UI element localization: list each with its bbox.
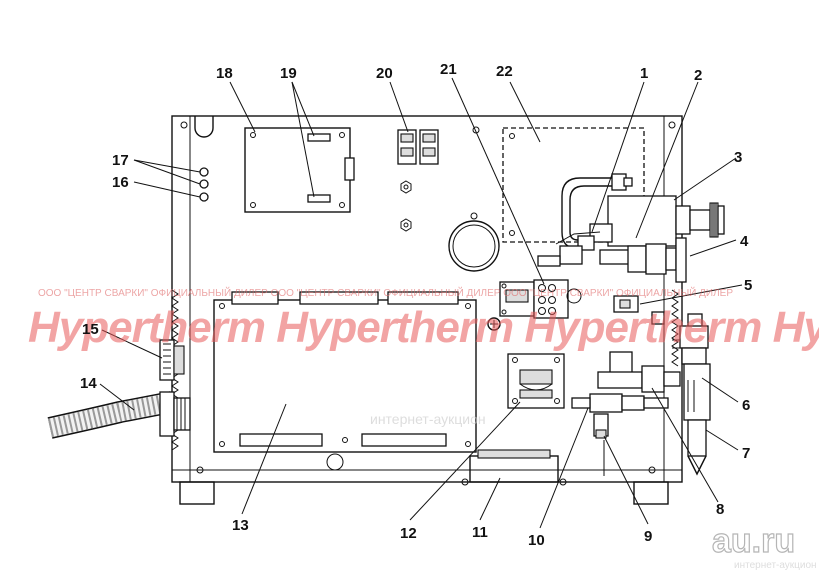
mount-flange — [675, 237, 687, 283]
panel-opening — [448, 212, 500, 272]
solenoid-valve — [645, 243, 667, 275]
callout-15: 15 — [82, 321, 99, 338]
callout-9: 9 — [644, 528, 652, 545]
site-logo-sub: интернет-аукцион — [734, 560, 817, 571]
switch — [613, 295, 665, 325]
gas-valve-assembly — [537, 173, 725, 283]
callout-14: 14 — [80, 375, 97, 392]
callout-8: 8 — [716, 501, 724, 518]
connector-lower — [307, 194, 331, 203]
callout-19: 19 — [280, 65, 297, 82]
power-cable — [47, 391, 191, 439]
bottom-handle — [461, 449, 567, 486]
input-board — [507, 353, 565, 409]
panel-nuts — [400, 180, 412, 232]
watermark-dealer-line: ООО "ЦЕНТР СВАРКИ" ОФИЦИАЛЬНЫЙ ДИЛЕР ООО… — [38, 286, 733, 299]
leader-lines — [99, 77, 743, 529]
callout-11: 11 — [472, 524, 488, 541]
foot-right — [633, 481, 669, 505]
ground-symbol — [487, 317, 501, 331]
callout-13: 13 — [232, 517, 249, 534]
callout-1: 1 — [640, 65, 648, 82]
callout-17: 17 — [112, 152, 129, 169]
air-filter — [672, 313, 711, 476]
callout-16: 16 — [112, 174, 129, 191]
callout-7: 7 — [742, 445, 750, 462]
side-wires — [199, 167, 209, 202]
power-board — [213, 291, 477, 453]
callout-labels: 1 2 3 4 5 6 7 8 9 10 11 12 13 14 15 16 1… — [80, 61, 752, 549]
callout-6: 6 — [742, 397, 750, 414]
callout-10: 10 — [528, 532, 545, 549]
terminal-block — [499, 279, 582, 319]
callout-5: 5 — [744, 277, 752, 294]
chassis-outline — [171, 115, 683, 483]
callout-12: 12 — [400, 525, 417, 542]
watermark-brand: Hypertherm Hypertherm Hypertherm Hyperth… — [28, 303, 819, 352]
pressure-assembly — [571, 351, 681, 476]
callout-21: 21 — [440, 61, 457, 78]
control-board — [244, 127, 355, 213]
callout-20: 20 — [376, 65, 393, 82]
site-logo: au.ru — [712, 522, 795, 560]
callout-2: 2 — [694, 67, 702, 84]
callout-22: 22 — [496, 63, 513, 80]
control-board-outline — [244, 127, 351, 213]
torch-connector — [159, 339, 185, 381]
callout-18: 18 — [216, 65, 233, 82]
connector-upper — [307, 133, 331, 142]
callout-4: 4 — [740, 233, 749, 250]
foot-left — [179, 481, 215, 505]
relays — [397, 129, 439, 165]
callout-3: 3 — [734, 149, 742, 166]
top-notch — [194, 116, 214, 138]
watermark-ghost: интернет-аукцион — [370, 411, 486, 427]
side-connector — [344, 157, 355, 181]
regulator-body — [607, 195, 677, 247]
dashed-board-area — [502, 127, 645, 243]
